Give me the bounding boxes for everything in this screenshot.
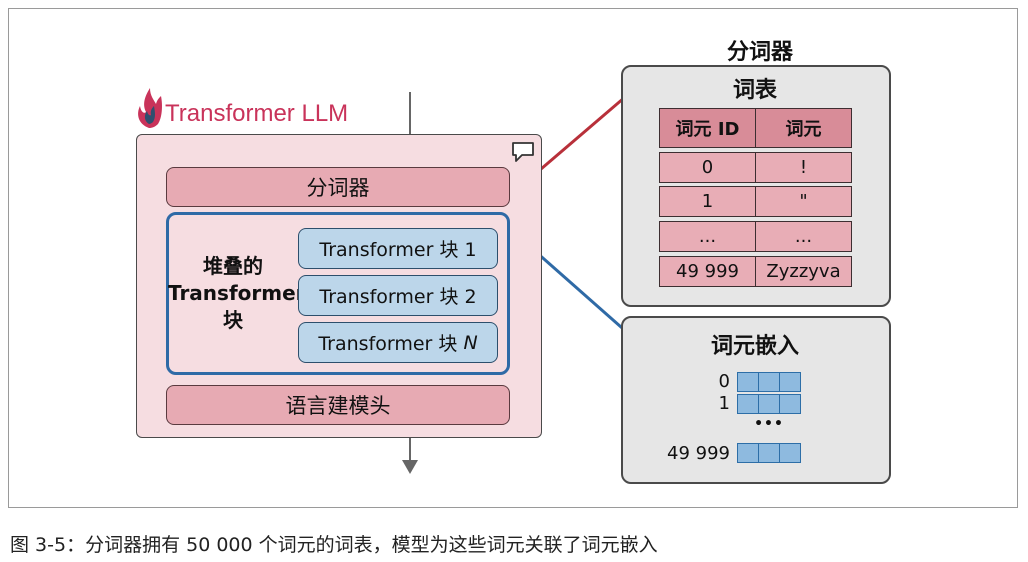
embedding-cell [758,443,780,463]
stack-label-line3: 块 [223,308,243,332]
embedding-cell [737,372,759,392]
vocab-cell: Zyzzyva [755,256,852,287]
vocab-cell: " [755,186,852,217]
transformer-block-n: Transformer 块 N [298,322,498,363]
embedding-cell [758,394,780,414]
embedding-ellipsis: ••• [754,416,784,432]
vocab-cell: ... [755,221,852,252]
stack-label: 堆叠的 Transformer 块 [168,253,306,334]
vocab-cell: 0 [659,152,756,183]
transformer-block-n-label: Transformer 块 [318,333,464,355]
vocab-header-id: 词元 ID [659,108,756,148]
figure-caption: 图 3-5：分词器拥有 50 000 个词元的词表，模型为这些词元关联了词元嵌入 [10,534,658,556]
embedding-cell [737,394,759,414]
lm-head-box: 语言建模头 [166,385,510,425]
embedding-cell [737,443,759,463]
vocab-title: 词表 [732,78,777,103]
stack-label-line2: Transformer [168,281,306,305]
tokenizer-panel-title: 分词器 [726,40,793,65]
tokenizer-connector [526,84,639,183]
vocab-cell: ! [755,152,852,183]
transformer-block-2: Transformer 块 2 [298,275,498,316]
flame-logo-icon [138,88,162,128]
output-arrow-head [402,460,418,474]
speech-bubble-icon [512,142,534,162]
embedding-cell [779,443,801,463]
transformer-block-n-suffix: N [463,331,478,354]
embedding-connector [526,242,639,344]
embedding-row-label: 49 999 [667,443,730,464]
tokenizer-box: 分词器 [166,167,510,207]
vocab-cell: 49 999 [659,256,756,287]
transformer-block-1: Transformer 块 1 [298,228,498,269]
embedding-cell [779,394,801,414]
vocab-cell: ... [659,221,756,252]
stack-label-line1: 堆叠的 [203,254,263,278]
llm-title: Transformer LLM [165,100,349,127]
vocab-header-token: 词元 [755,108,852,148]
embedding-row-label: 0 [718,371,730,392]
embedding-title: 词元嵌入 [710,334,799,359]
embedding-row-label: 1 [718,393,730,414]
embedding-cell [758,372,780,392]
vocab-cell: 1 [659,186,756,217]
embedding-cell [779,372,801,392]
